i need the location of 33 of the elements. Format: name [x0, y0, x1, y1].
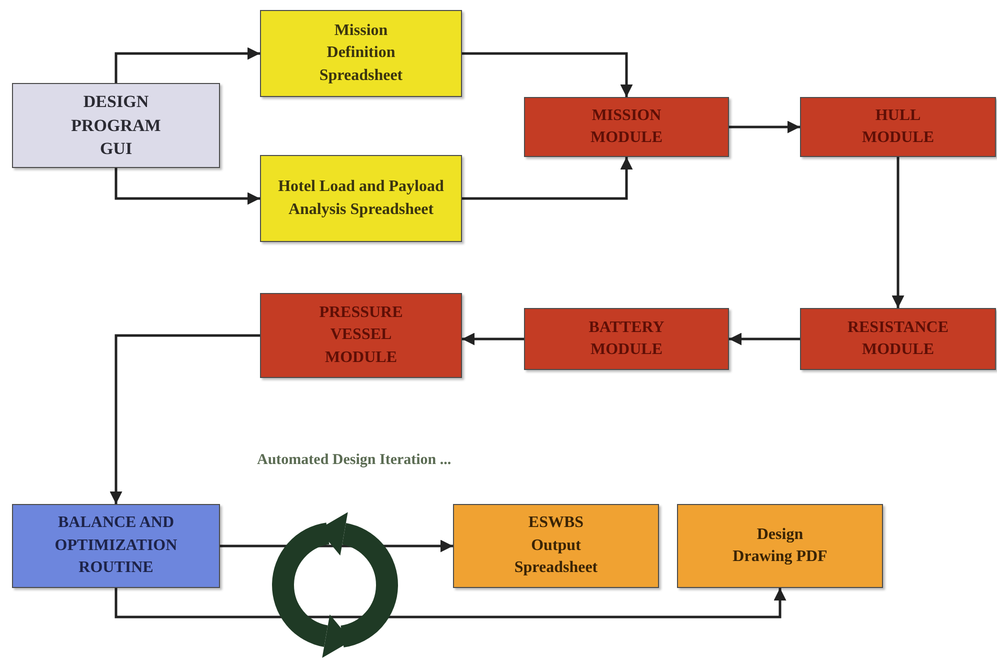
arrow	[114, 588, 786, 618]
process-box	[12, 504, 220, 588]
box-label: Hotel Load and Payload Analysis Spreadsheet	[277, 177, 445, 220]
arrow	[114, 47, 260, 83]
process-box	[260, 155, 462, 242]
arrow	[462, 332, 524, 346]
process-box	[260, 293, 462, 378]
box-label: BALANCE AND OPTIMIZATION ROUTINE	[54, 513, 178, 578]
box-label: Mission Definition Spreadsheet	[318, 20, 404, 86]
process-box	[260, 10, 462, 97]
arrow	[110, 334, 260, 504]
box-label: HULL MODULE	[861, 106, 935, 148]
process-box	[677, 504, 883, 588]
arrow	[892, 157, 904, 308]
process-box	[800, 308, 996, 370]
box-label: DESIGN PROGRAM GUI	[70, 90, 162, 160]
box-label: ESWBS Output Spreadsheet	[513, 513, 599, 578]
process-box	[524, 97, 729, 157]
box-label: BATTERY MODULE	[588, 318, 666, 360]
arrow	[729, 120, 800, 134]
arrow	[729, 332, 800, 346]
arrow	[462, 52, 633, 97]
process-box	[453, 504, 659, 588]
process-box	[524, 308, 729, 370]
arrow	[114, 168, 260, 205]
note-text: Automated Design Iteration ...	[257, 452, 452, 469]
box-label: RESISTANCE MODULE	[846, 318, 950, 360]
arrow	[462, 157, 633, 200]
process-box	[12, 83, 220, 168]
box-label: MISSION MODULE	[590, 106, 664, 148]
process-box	[800, 97, 996, 157]
box-label: Design Drawing PDF	[732, 524, 828, 567]
box-label: PRESSURE VESSEL MODULE	[318, 302, 404, 368]
